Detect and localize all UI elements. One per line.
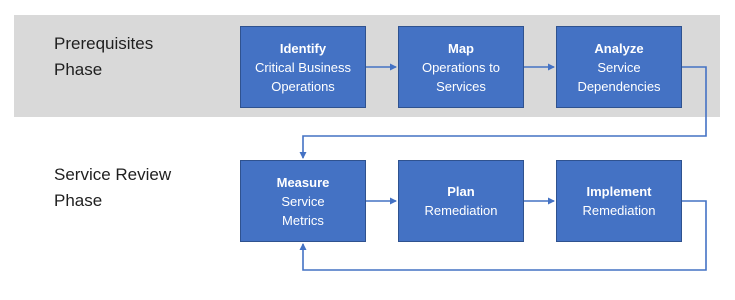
step-map: Map Operations to Services [398, 26, 524, 108]
service-review-phase-label: Service Review Phase [54, 165, 172, 210]
step-title: Analyze [594, 40, 644, 56]
step-description: Operations to Services [421, 59, 501, 94]
step-title: Identify [279, 40, 327, 56]
step-identify: Identify Critical Business Operations [240, 26, 366, 108]
step-title: Plan [447, 184, 475, 199]
step-description: Critical Business Operations [254, 59, 352, 94]
arrow-analyze-to-measure [299, 66, 707, 159]
step-description: Service Metrics [281, 193, 325, 228]
step-implement: Implement Remediation [556, 160, 682, 242]
arrow-implement-loop-to-measure [299, 200, 707, 271]
step-plan: Plan Remediation [398, 160, 524, 242]
step-analyze: Analyze Service Dependencies [556, 26, 682, 108]
step-description: Remediation [582, 203, 656, 218]
step-title: Measure [276, 174, 330, 190]
step-measure: Measure Service Metrics [240, 160, 366, 242]
step-title: Implement [586, 184, 652, 199]
prerequisites-phase-label: Prerequisites Phase [54, 34, 154, 79]
step-title: Map [448, 40, 474, 56]
step-description: Service Dependencies [577, 59, 661, 94]
step-description: Remediation [424, 203, 498, 218]
